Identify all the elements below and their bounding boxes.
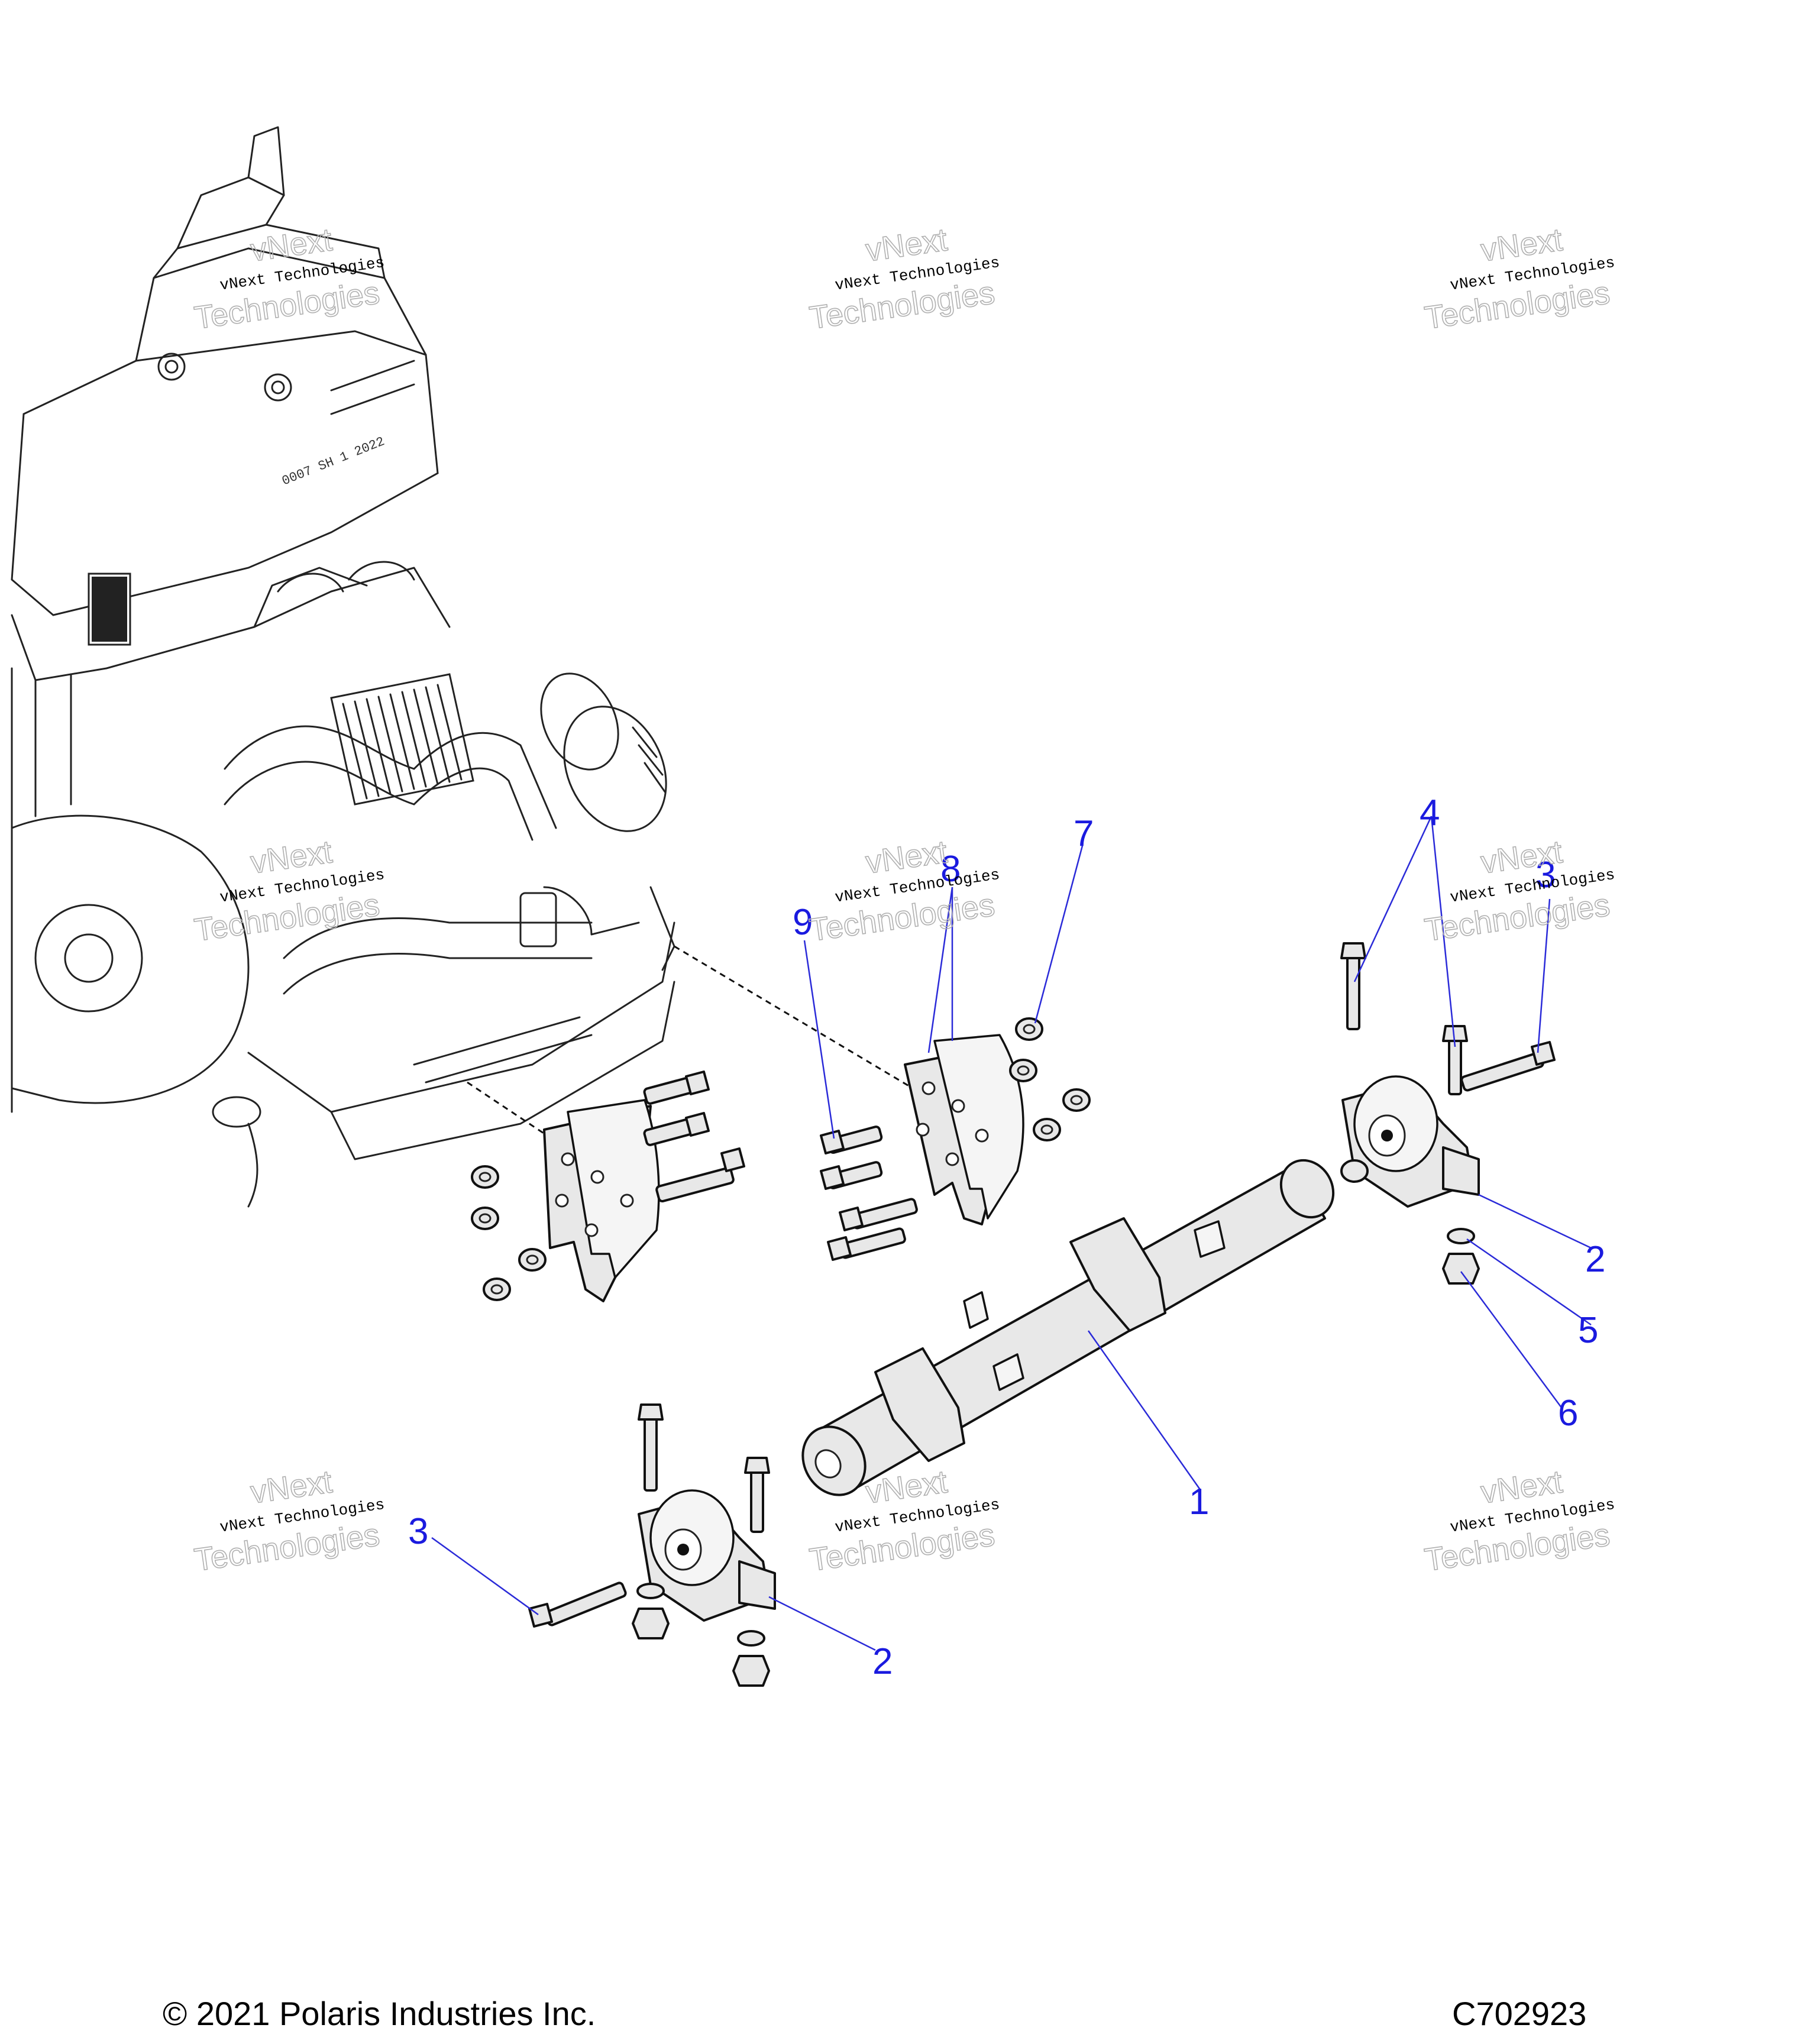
callout-8: 8 xyxy=(940,849,961,890)
drawing-number: C702923 xyxy=(1452,1995,1586,2032)
watermark: vNext vNext Technologies Technologies xyxy=(1422,833,1616,949)
callout-2-left: 2 xyxy=(872,1641,893,1682)
bolt-item-4-a xyxy=(1340,942,1366,1030)
callout-9: 9 xyxy=(793,902,813,943)
engine-mount-left xyxy=(528,1403,776,1687)
bracket-middle-assembly xyxy=(820,1017,1091,1261)
watermark: vNext vNext Technologies Technologies xyxy=(807,221,1001,337)
callout-7: 7 xyxy=(1074,813,1094,854)
bolt-middle-d xyxy=(827,1227,906,1261)
svg-text:vNext: vNext xyxy=(1479,222,1564,269)
callout-3-left: 3 xyxy=(408,1511,428,1552)
callout-4: 4 xyxy=(1420,793,1440,833)
bracket-left-assembly xyxy=(471,1070,745,1302)
bolt-item-9-b xyxy=(820,1161,883,1190)
svg-text:vNext: vNext xyxy=(864,222,949,269)
oil-filter xyxy=(540,672,667,832)
callout-5: 5 xyxy=(1578,1310,1598,1351)
spacer-group-item-7 xyxy=(1009,1017,1091,1141)
watermark: vNext vNext Technologies Technologies xyxy=(192,833,386,949)
engine-illustration: 0007 SH 1 2022 xyxy=(11,126,675,1208)
watermark: vNext vNext Technologies Technologies xyxy=(1422,1463,1616,1579)
alignment-line-upper xyxy=(674,945,923,1095)
bolt-left-1 xyxy=(643,1070,710,1105)
svg-text:vNext: vNext xyxy=(248,222,334,269)
copyright-text: © 2021 Polaris Industries Inc. xyxy=(163,1995,596,2032)
svg-text:vNext: vNext xyxy=(864,834,949,881)
bolt-item-4-b xyxy=(1442,1025,1468,1095)
oil-cooler xyxy=(330,673,474,806)
bolt-left-mount-vertical-a xyxy=(638,1403,664,1492)
engine-mount-right xyxy=(1340,942,1556,1285)
callout-3-right: 3 xyxy=(1535,855,1556,895)
bolt-item-3-left xyxy=(528,1581,627,1628)
watermark: vNext vNext Technologies Technologies xyxy=(192,221,386,337)
bolt-left-2 xyxy=(643,1112,710,1146)
bolt-left-3 xyxy=(655,1147,745,1203)
callout-2-right: 2 xyxy=(1585,1239,1605,1280)
svg-text:vNext: vNext xyxy=(248,1464,334,1511)
nut-item-6 xyxy=(1442,1253,1480,1285)
svg-text:vNext: vNext xyxy=(248,834,334,881)
bolt-middle-c xyxy=(839,1198,918,1231)
watermark: vNext vNext Technologies Technologies xyxy=(192,1463,386,1579)
bolt-item-3-right xyxy=(1460,1041,1556,1092)
alignment-line-lower xyxy=(467,1081,557,1143)
callout-labels: 1 2 2 3 3 4 5 6 7 8 9 xyxy=(408,793,1605,1682)
cross-tube-item-1 xyxy=(801,1159,1335,1496)
callout-6: 6 xyxy=(1558,1393,1578,1434)
bolt-item-9-a xyxy=(820,1126,883,1154)
leader-lines xyxy=(431,816,1592,1651)
spacer-group-left xyxy=(471,1165,547,1301)
watermark: vNext vNext Technologies Technologies xyxy=(1422,221,1616,337)
watermark: vNext vNext Technologies Technologies xyxy=(807,833,1001,949)
bolt-left-mount-vertical-b xyxy=(744,1457,770,1533)
svg-text:vNext: vNext xyxy=(1479,1464,1564,1511)
callout-1: 1 xyxy=(1189,1482,1209,1522)
